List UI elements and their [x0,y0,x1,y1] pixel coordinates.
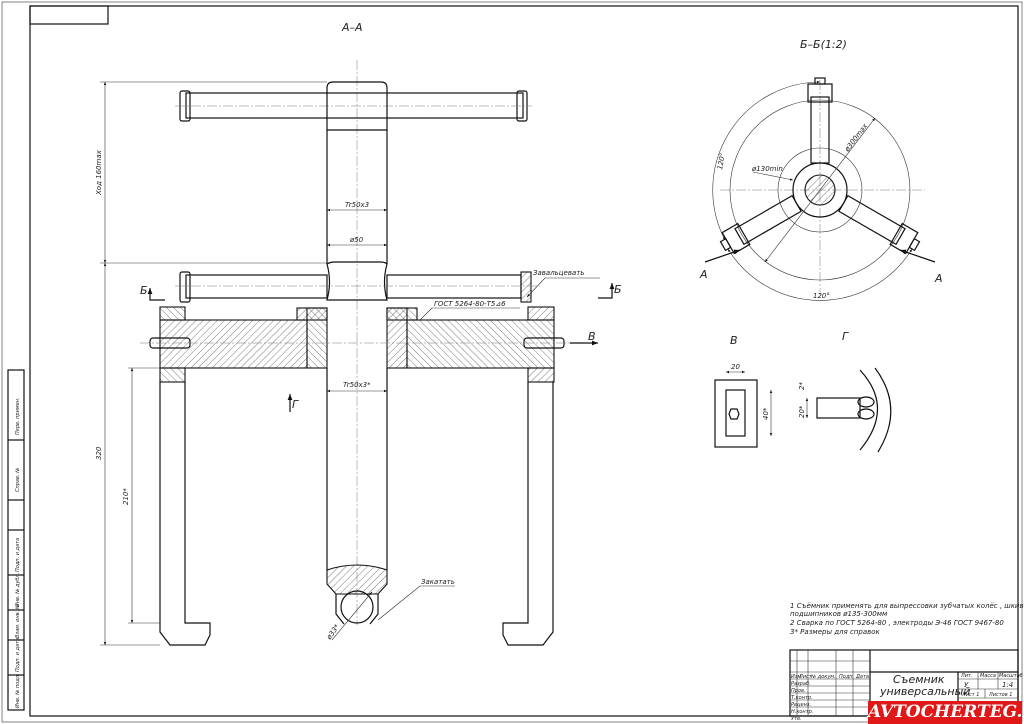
dim-angle-1: 120° [716,152,727,170]
drawing-title: Съемник [893,673,945,686]
top-handle-bar [185,92,524,119]
view-g-title: Г [842,330,849,343]
tb-sheet: Лист 1 [961,692,979,698]
strip-label: Справ. № [15,468,21,492]
tb-mass-label: Масса [980,673,996,679]
dimensions-aa: Ход 160max 320 210* Tr50x3 ø50 Tr50x3* ø… [95,81,622,646]
tb-header: Подп. [839,674,854,680]
dim-d-max: ø300max [843,121,870,154]
marker-a-right: А [934,272,943,285]
note-line: 2 Сварка по ГОСТ 5264-80 , электроды Э-4… [790,619,1004,627]
inner-frame [29,5,1019,717]
strip-label: Инв. № подл. [15,674,21,709]
dim-angle-2: 120° [813,292,830,300]
strip-label: Подп. и дата [15,538,21,572]
dim-leg: 210* [122,488,130,505]
dim-g-height: 20* [798,405,806,418]
strip-label: Подп. и дата [15,638,21,672]
dim-stroke: Ход 160max [95,149,103,196]
tb-row-label: Пров. [791,688,806,694]
tb-row-label: Утв. [791,716,802,722]
corner-box [29,5,109,25]
section-bb-view: 120° 120° ø130min ø300max А А [699,77,943,301]
section-bb-title: Б–Б(1:2) [800,38,847,51]
strip-label: Инв. № дубл. [15,573,21,607]
view-v: 20 40* [714,363,773,448]
tb-scale-value: 1:4 [1002,681,1013,689]
tb-header: № докум. [810,674,836,680]
note-zakatat: Закатать [421,578,455,586]
marker-b-right: Б [614,283,622,296]
screw-head [326,81,388,131]
marker-v: В [588,330,596,343]
watermark: AVTOCHERTEG.RU [868,701,1024,724]
tb-sheets: Листов 1 [988,692,1012,698]
dim-g-gap: 2* [798,382,806,390]
note-line: подшипников ø135-300мм [790,610,888,618]
tb-scale-label: Масштаб [999,673,1023,679]
marker-a-left: А [699,268,708,281]
ball-end [340,590,374,624]
strip-label: Перв. примен. [15,397,21,435]
strip-label: Взам. инв. № [15,604,21,638]
dim-v-height: 40* [762,407,770,420]
tb-row-label: Разраб. [791,681,811,687]
section-aa-title: А–А [341,21,363,34]
tb-header: Лист [798,674,813,680]
tb-lit-value: У [964,681,969,689]
tb-row-label: Т.контр. [791,695,813,701]
tb-row-label: Н.контр. [791,709,813,715]
dim-v-width: 20 [731,363,740,371]
weld-symbol: ГОСТ 5264-80-Т5⊿6 [434,300,506,308]
marker-b-left: Б [140,284,148,297]
drawing-title: универсальный [879,685,970,698]
dim-thread-bottom: Tr50x3* [343,381,371,389]
dim-overall: 320 [95,446,103,460]
view-v-title: В [730,334,738,347]
note-line: 1 Съёмник применять для выпрессовки зубч… [790,602,1024,610]
note-zavaltsevat: Завальцевать [533,269,584,277]
tb-header: Изм. [791,674,803,680]
dim-diameter: ø50 [349,236,364,244]
tb-lit-label: Лит. [960,673,973,679]
dim-d-min: ø130min [751,165,783,173]
notes: 1 Съёмник применять для выпрессовки зубч… [790,602,1024,636]
dim-thread-top: Tr50x3 [345,201,369,209]
tb-header: Дата [855,674,869,680]
side-strip: Перв. примен. Справ. № Подп. и дата Инв.… [7,369,25,711]
marker-g: Г [292,398,299,411]
dim-ball: ø33* [325,622,342,641]
note-line: 3* Размеры для справок [790,628,881,636]
view-g: 20* 2* [798,367,892,453]
section-aa-view [140,60,575,646]
tb-row-label: Реценз. [791,702,811,708]
